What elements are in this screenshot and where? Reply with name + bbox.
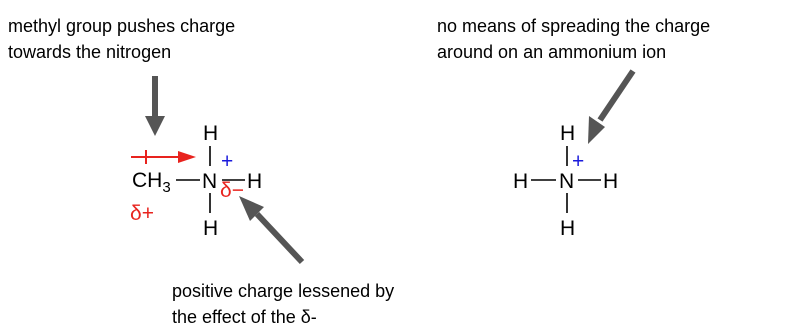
methyl-pointer-arrow [145,76,165,136]
hydrogen-top: H [203,122,218,145]
ammonium-label-line1: no means of spreading the charge [437,16,710,36]
methylammonium-ion: CH3 N H H H + δ− δ+ [130,122,262,240]
positive-label-line2: the effect of the δ- [172,307,317,327]
ch3-group: CH3 [132,169,171,196]
nh4-hydrogen-bottom: H [560,217,575,240]
nh4-hydrogen-left: H [513,170,528,193]
delta-pointer-arrow [239,196,305,265]
hydrogen-bottom: H [203,217,218,240]
nh4-nitrogen-atom: N [559,170,574,193]
inductive-effect-arrow [131,150,196,164]
delta-minus-label: δ− [220,179,244,202]
positive-charge-sign: + [221,150,233,173]
methyl-label-line1: methyl group pushes charge [8,16,235,36]
hydrogen-right: H [247,170,262,193]
methyl-label-line2: towards the nitrogen [8,42,171,62]
nh4-hydrogen-right: H [603,170,618,193]
ammonium-label-line2: around on an ammonium ion [437,42,666,62]
ammonium-ion: H H N H H + [513,122,618,240]
ammonium-pointer-arrow [588,69,636,144]
nh4-hydrogen-top: H [560,122,575,145]
nitrogen-atom: N [202,170,217,193]
positive-label-line1: positive charge lessened by [172,281,394,301]
delta-plus-label: δ+ [130,202,154,225]
nh4-positive-charge-sign: + [572,150,584,173]
